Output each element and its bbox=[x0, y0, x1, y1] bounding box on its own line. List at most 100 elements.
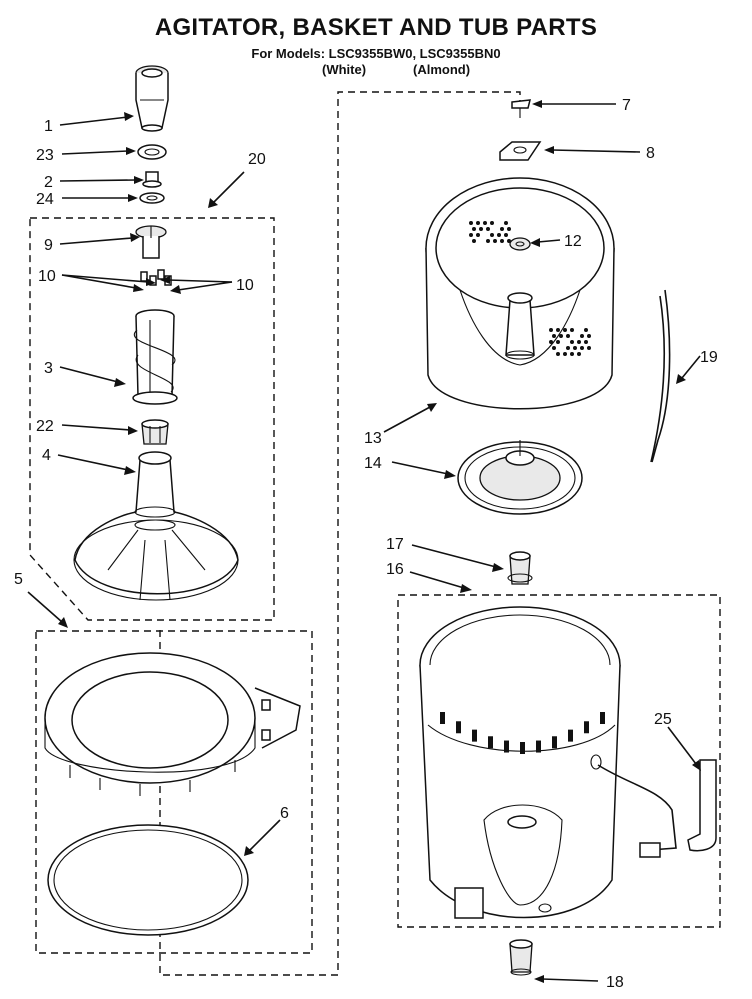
tub-rim-tab bbox=[504, 740, 509, 753]
perforation-dot bbox=[504, 221, 508, 225]
tub-rim-tab bbox=[552, 736, 557, 749]
callout-10-left: 10 bbox=[38, 268, 56, 285]
perforation-dot bbox=[587, 334, 591, 338]
perforation-dot bbox=[580, 346, 584, 350]
callout-13: 13 bbox=[364, 430, 382, 447]
perforation-dot bbox=[507, 239, 511, 243]
callout-19: 19 bbox=[700, 349, 718, 366]
part-8-hub-cover bbox=[499, 141, 542, 161]
part-23-seal bbox=[137, 144, 167, 160]
part-7-nut bbox=[511, 99, 531, 118]
part-17-bearing bbox=[507, 551, 533, 585]
perforation-dot bbox=[577, 352, 581, 356]
tub-rim-tab bbox=[440, 712, 445, 724]
part-3-auger bbox=[132, 309, 178, 405]
callout-10-right: 10 bbox=[236, 277, 254, 294]
perforation-dot bbox=[486, 227, 490, 231]
callout-14: 14 bbox=[364, 455, 382, 472]
part-24-washer bbox=[139, 192, 165, 204]
assembly-box-5 bbox=[35, 630, 313, 954]
callout-23: 23 bbox=[36, 147, 54, 164]
perforation-dot bbox=[469, 221, 473, 225]
perforation-dot bbox=[570, 328, 574, 332]
tub-rim-tab bbox=[488, 736, 493, 749]
perforation-dot bbox=[577, 340, 581, 344]
part-9-cam bbox=[135, 225, 167, 259]
perforation-dot bbox=[584, 340, 588, 344]
perforation-dot bbox=[570, 340, 574, 344]
perforation-dot bbox=[549, 328, 553, 332]
perforation-dot bbox=[490, 233, 494, 237]
tub-rim-tab bbox=[520, 742, 525, 754]
callout-1: 1 bbox=[44, 118, 53, 135]
tub-rim-tab bbox=[600, 712, 605, 724]
tub-rim-tab bbox=[584, 721, 589, 734]
perforation-dot bbox=[563, 352, 567, 356]
perforation-dot bbox=[552, 346, 556, 350]
part-14-drive-hub bbox=[457, 440, 583, 515]
perforation-dot bbox=[552, 334, 556, 338]
part-25-drain-hose bbox=[597, 759, 717, 858]
callout-25: 25 bbox=[654, 711, 672, 728]
part-18-drain-fitting bbox=[509, 939, 533, 976]
models-line: For Models: LSC9355BW0, LSC9355BN0 bbox=[251, 46, 501, 61]
part-13-basket bbox=[425, 177, 615, 410]
perforation-dot bbox=[559, 334, 563, 338]
part-5-tub-ring bbox=[44, 652, 301, 796]
basket-perforations bbox=[469, 221, 591, 356]
tub-rim-tabs bbox=[440, 712, 605, 754]
callout-17: 17 bbox=[386, 536, 404, 553]
perforation-dot bbox=[500, 239, 504, 243]
perforation-dot bbox=[486, 239, 490, 243]
perforation-dot bbox=[580, 334, 584, 338]
callout-7: 7 bbox=[622, 97, 631, 114]
perforation-dot bbox=[556, 352, 560, 356]
callout-3: 3 bbox=[44, 360, 53, 377]
perforation-dot bbox=[556, 340, 560, 344]
callout-24: 24 bbox=[36, 191, 54, 208]
callout-12: 12 bbox=[564, 233, 582, 250]
tub-rim-tab bbox=[568, 729, 573, 742]
perforation-dot bbox=[584, 328, 588, 332]
part-6-snubber-ring bbox=[47, 824, 249, 936]
perforation-dot bbox=[570, 352, 574, 356]
assembly-box-20 bbox=[29, 217, 275, 621]
part-1-agitator-cap bbox=[135, 65, 169, 132]
perforation-dot bbox=[490, 221, 494, 225]
perforation-dot bbox=[476, 221, 480, 225]
tub-rim-tab bbox=[472, 729, 477, 742]
perforation-dot bbox=[549, 340, 553, 344]
perforation-dot bbox=[507, 227, 511, 231]
callout-numbers: 1 23 2 24 20 9 10 10 3 22 4 5 6 7 8 12 1… bbox=[14, 97, 718, 991]
perforation-dot bbox=[493, 239, 497, 243]
callout-4: 4 bbox=[42, 447, 51, 464]
perforation-dot bbox=[483, 221, 487, 225]
callout-20: 20 bbox=[248, 151, 266, 168]
tub-rim-tab bbox=[456, 721, 461, 734]
perforation-dot bbox=[500, 227, 504, 231]
callout-5: 5 bbox=[14, 571, 23, 588]
perforation-dot bbox=[469, 233, 473, 237]
perforation-dot bbox=[573, 346, 577, 350]
callout-18: 18 bbox=[606, 974, 624, 991]
perforation-dot bbox=[497, 233, 501, 237]
perforation-dot bbox=[566, 334, 570, 338]
callout-leaders bbox=[27, 100, 701, 983]
part-16-outer-tub bbox=[419, 606, 621, 919]
perforation-dot bbox=[472, 239, 476, 243]
callout-22: 22 bbox=[36, 418, 54, 435]
assembly-box-16 bbox=[397, 594, 721, 928]
perforation-dot bbox=[504, 233, 508, 237]
perforation-dot bbox=[476, 233, 480, 237]
callout-6: 6 bbox=[280, 805, 289, 822]
callout-2: 2 bbox=[44, 174, 53, 191]
perforation-dot bbox=[587, 346, 591, 350]
perforation-dot bbox=[563, 328, 567, 332]
part-19-hose bbox=[650, 289, 671, 463]
callout-16: 16 bbox=[386, 561, 404, 578]
perforation-dot bbox=[556, 328, 560, 332]
part-2-bolt bbox=[142, 171, 162, 188]
perforation-dot bbox=[566, 346, 570, 350]
perforation-dot bbox=[472, 227, 476, 231]
